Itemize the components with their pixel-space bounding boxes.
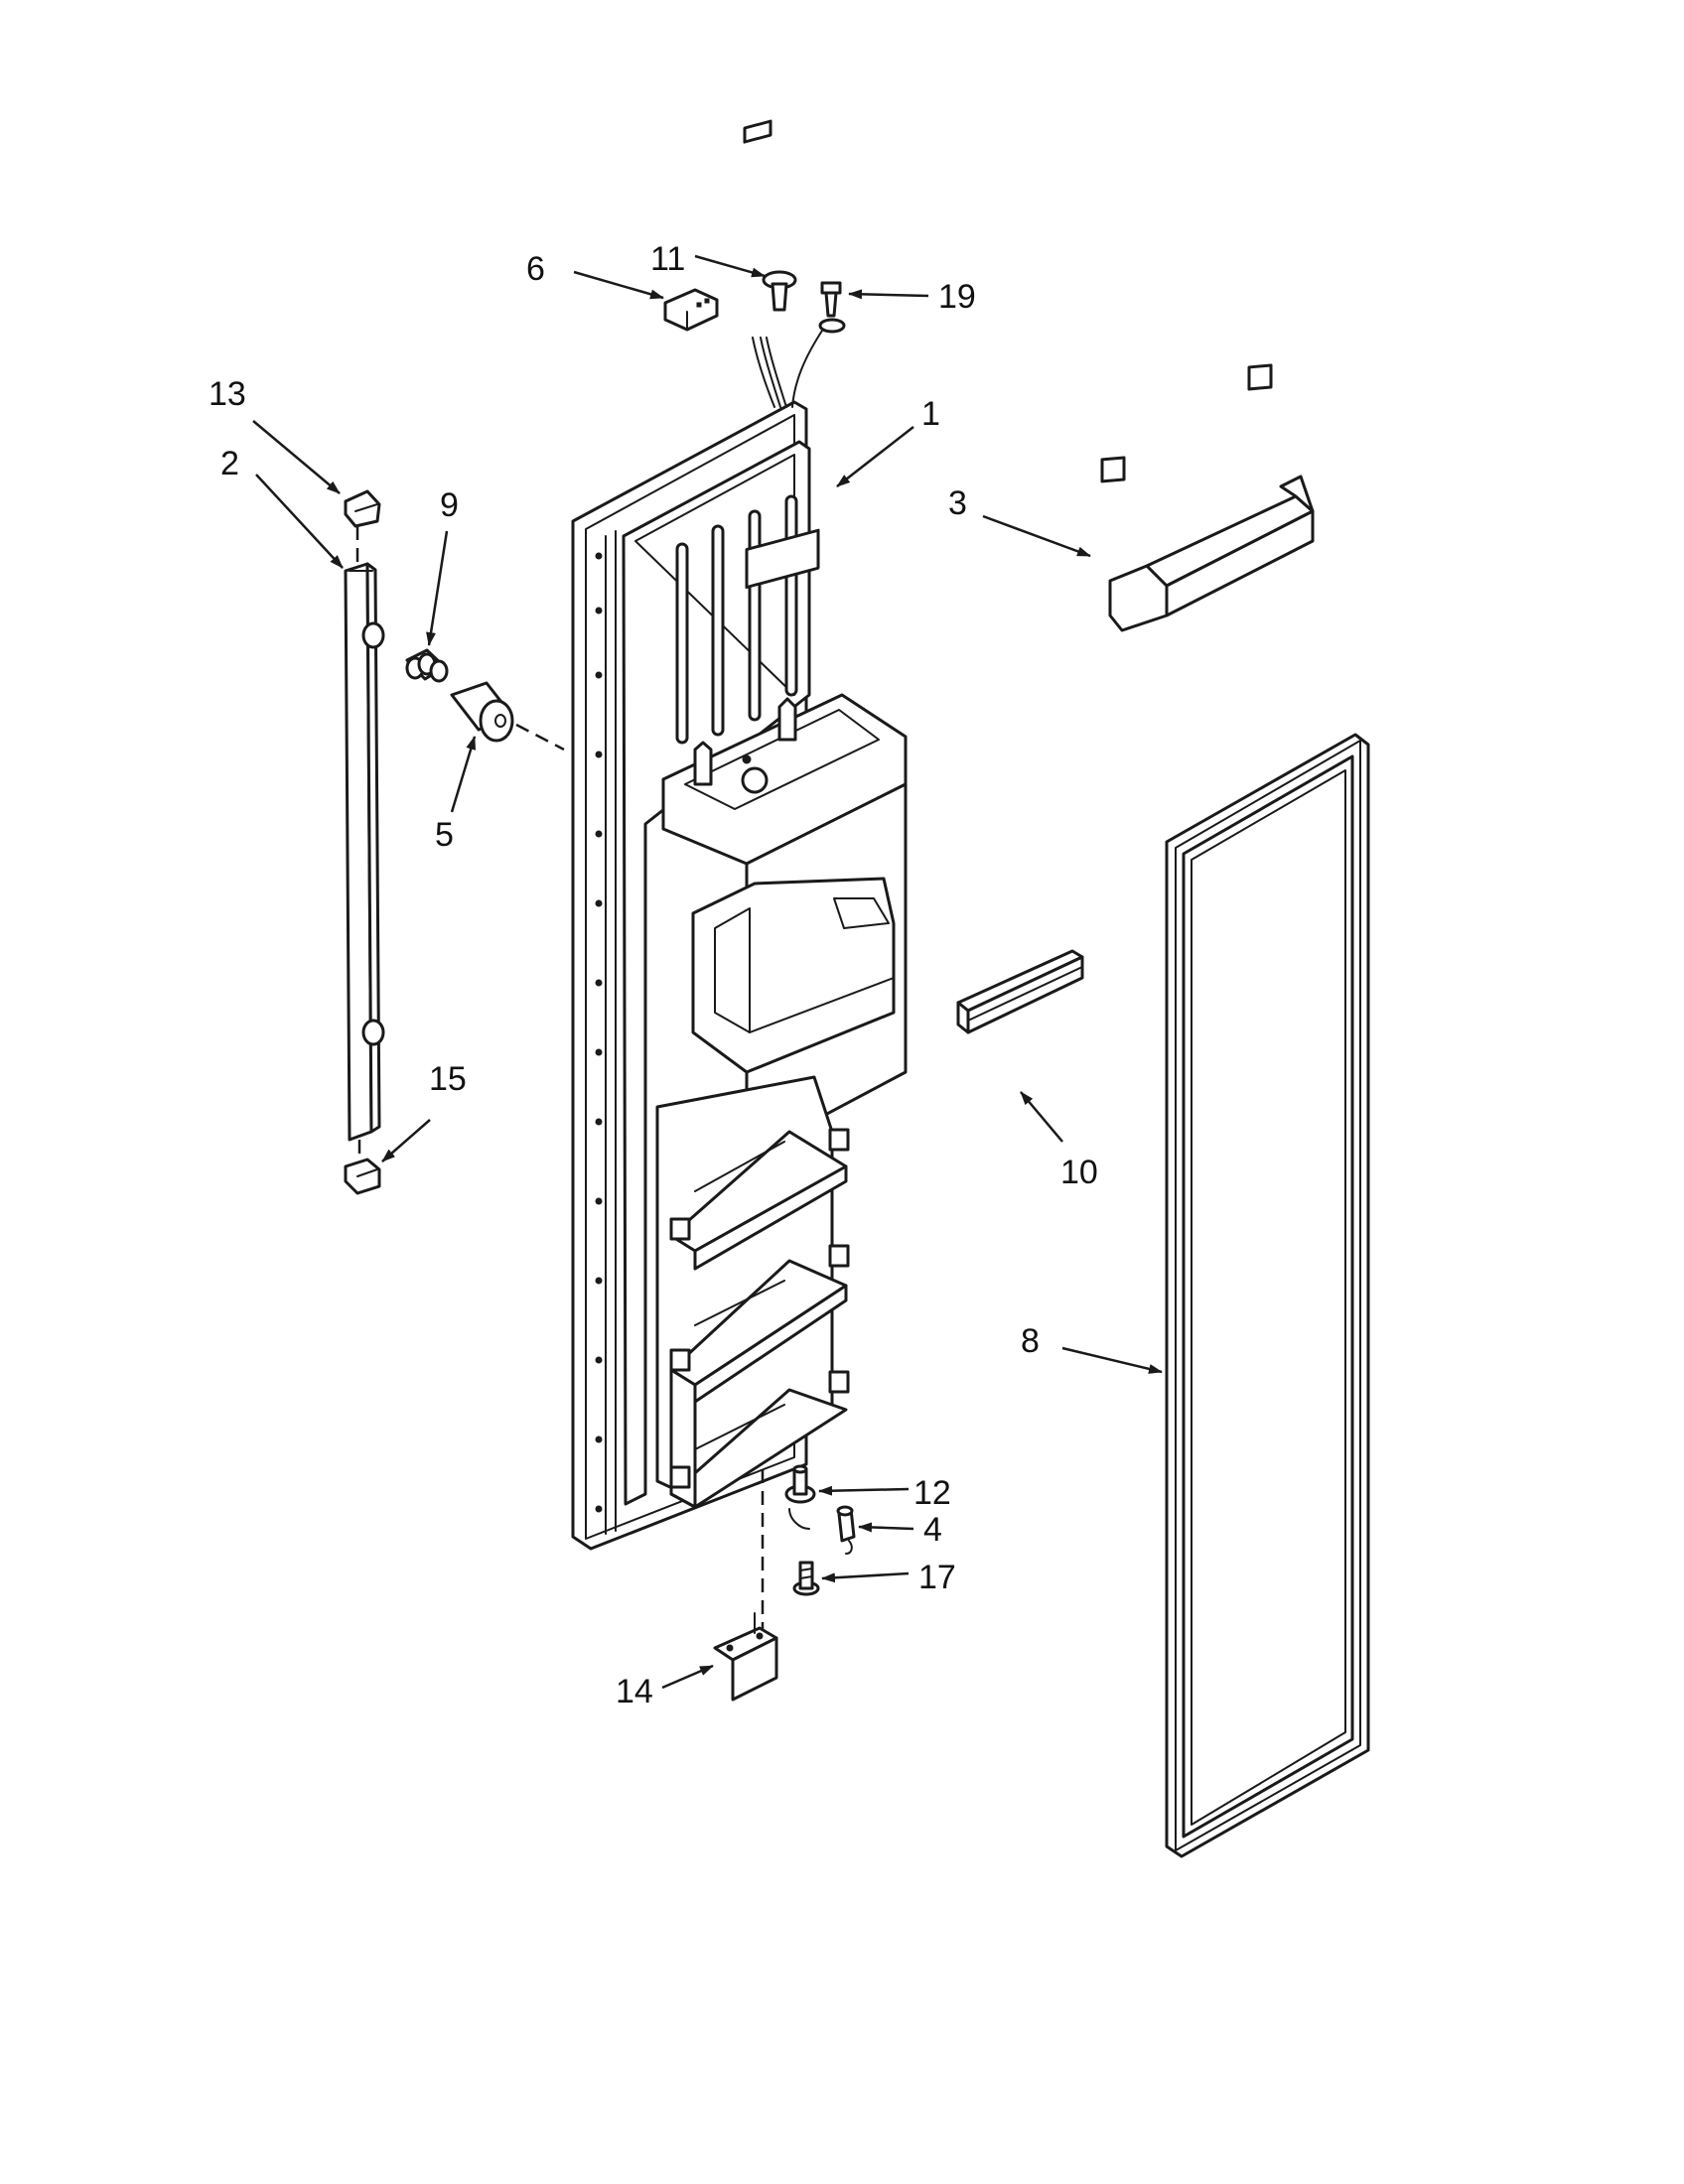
door-flange-screws (595, 552, 603, 1513)
hinge-bushing (836, 1505, 856, 1555)
leader-13 (252, 420, 341, 494)
push-pin (762, 270, 797, 312)
callout-6: 6 (526, 250, 545, 288)
leader-14 (661, 1664, 714, 1690)
door-bin (1100, 363, 1315, 632)
leader-15 (381, 1119, 431, 1162)
handle-end-cap-bottom (344, 1158, 381, 1195)
leader-10 (1020, 1091, 1063, 1143)
callout-10: 10 (1060, 1154, 1098, 1191)
callout-19: 19 (938, 278, 976, 316)
leader-8 (1061, 1346, 1163, 1374)
door-handle (344, 526, 385, 1166)
leader-9 (426, 530, 449, 646)
leader-5 (450, 736, 477, 813)
callout-8: 8 (1021, 1322, 1040, 1360)
leader-12 (818, 1485, 910, 1496)
leader-4 (858, 1522, 914, 1533)
callout-17: 17 (918, 1559, 956, 1596)
handle-end-cap-top (344, 489, 381, 528)
callout-4: 4 (923, 1511, 942, 1549)
wire-harness (743, 119, 846, 408)
callout-12: 12 (913, 1474, 951, 1512)
callout-9: 9 (440, 486, 459, 524)
callout-labels: 1 2 3 4 5 6 8 9 10 11 12 13 14 15 17 19 (209, 240, 1098, 1710)
trim-strip (956, 949, 1084, 1034)
callout-2: 2 (220, 445, 239, 482)
hinge-screw (792, 1561, 820, 1596)
wire-connector (663, 288, 719, 332)
ground-screw (820, 281, 842, 318)
leader-2 (255, 474, 344, 569)
leader-3 (982, 514, 1091, 558)
door-assembly (571, 119, 908, 1551)
door-frame-inner-edge (585, 414, 795, 1540)
door-gasket (1165, 733, 1370, 1858)
leader-11 (694, 254, 766, 278)
leader-19 (848, 289, 929, 300)
callout-15: 15 (429, 1060, 467, 1098)
callout-5: 5 (435, 816, 454, 854)
leader-6 (573, 270, 664, 300)
leader-1 (836, 426, 914, 487)
callout-3: 3 (948, 484, 967, 522)
handle-bushing (450, 681, 565, 751)
callout-11: 11 (650, 240, 685, 278)
bottom-hinge (713, 1612, 778, 1702)
callout-13: 13 (209, 375, 246, 413)
callout-1: 1 (921, 395, 940, 433)
tray-posts (693, 697, 797, 794)
callout-14: 14 (616, 1673, 653, 1710)
leader-lines (252, 254, 1163, 1690)
leader-17 (821, 1571, 910, 1583)
gasket-inner (1182, 754, 1354, 1839)
hinge-pin (784, 1464, 816, 1530)
handle-spacer (405, 648, 449, 683)
